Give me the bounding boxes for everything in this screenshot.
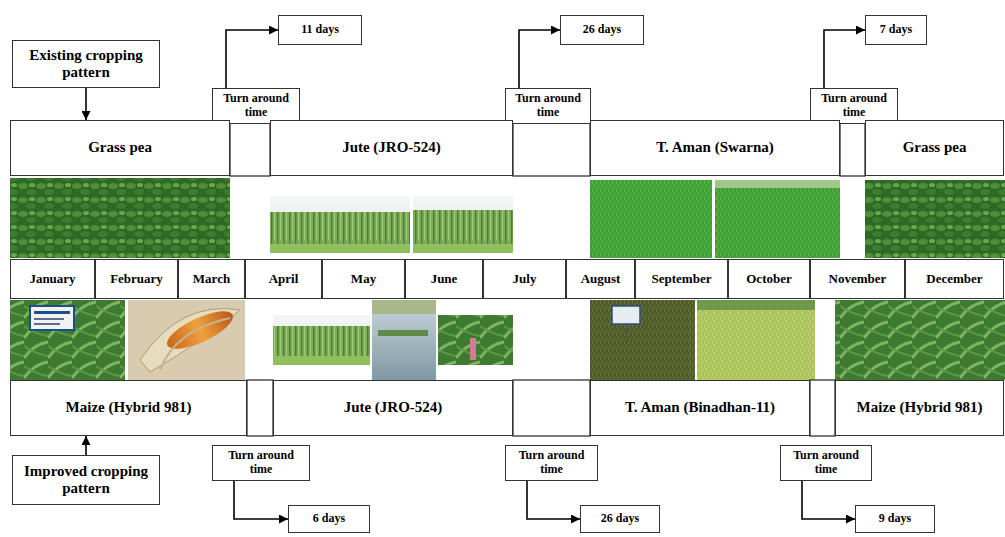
crop-cell-label: T. Aman (Binadhan-11) [625, 399, 775, 416]
month-cell-label: January [29, 272, 75, 287]
month-cell-label: February [110, 272, 163, 287]
month-cell: November [810, 259, 905, 299]
month-cell-label: May [351, 272, 376, 287]
turnaround-box-label: Turn around time [510, 449, 593, 477]
pattern-box: Improved cropping pattern [12, 455, 160, 505]
crop-cell: Maize (Hybrid 981) [10, 380, 247, 436]
month-cell: May [322, 259, 405, 299]
month-cell-label: March [193, 272, 230, 287]
days-box: 26 days [560, 15, 644, 45]
days-box-label: 6 days [313, 512, 345, 526]
crop-cell-label: Grass pea [88, 139, 152, 156]
crop-cell-label: Grass pea [903, 139, 967, 156]
month-cell-label: November [829, 272, 887, 287]
turnaround-box: Turn around time [505, 88, 591, 124]
pattern-box-label: Improved cropping pattern [17, 463, 155, 498]
turnaround-box: Turn around time [212, 88, 300, 124]
days-box-label: 26 days [583, 23, 621, 37]
crop-cell: T. Aman (Swarna) [590, 120, 840, 176]
crop-cell-label: T. Aman (Swarna) [656, 139, 774, 156]
days-box-label: 9 days [879, 512, 911, 526]
turnaround-box: Turn around time [780, 445, 872, 481]
arrow-connector [85, 88, 87, 120]
days-box-label: 7 days [880, 23, 912, 37]
turnaround-box: Turn around time [810, 88, 898, 124]
month-cell: August [566, 259, 635, 299]
month-cell-label: October [746, 272, 791, 287]
turnaround-box-label: Turn around time [510, 92, 586, 120]
pattern-box: Existing cropping pattern [12, 40, 160, 88]
month-cell: March [178, 259, 245, 299]
month-cell: February [95, 259, 178, 299]
turnaround-box-label: Turn around time [217, 92, 295, 120]
crop-cell-label: Maize (Hybrid 981) [66, 399, 192, 416]
month-cell: April [245, 259, 322, 299]
turnaround-box: Turn around time [505, 445, 598, 481]
arrow-connector [802, 481, 855, 519]
days-box-label: 11 days [301, 23, 339, 37]
turnaround-box-label: Turn around time [217, 449, 305, 477]
crop-cell-label: Jute (JRO-524) [342, 139, 441, 156]
month-cell-label: December [926, 272, 982, 287]
month-cell: June [405, 259, 483, 299]
crop-cell: Grass pea [10, 120, 230, 176]
turnaround-box: Turn around time [212, 445, 310, 481]
days-box: 7 days [865, 15, 927, 45]
month-cell: July [483, 259, 566, 299]
crop-cell: Jute (JRO-524) [270, 120, 513, 176]
pattern-box-label: Existing cropping pattern [17, 47, 155, 82]
month-cell: October [728, 259, 810, 299]
arrow-connector [519, 30, 560, 88]
days-box: 6 days [288, 505, 370, 533]
month-cell-label: April [269, 272, 299, 287]
month-cell: December [905, 259, 1004, 299]
arrow-connector [527, 481, 580, 519]
month-cell: September [635, 259, 728, 299]
crop-cell: Maize (Hybrid 981) [835, 380, 1004, 436]
month-cell-label: August [581, 272, 621, 287]
crop-cell: Grass pea [865, 120, 1004, 176]
days-box: 26 days [580, 505, 660, 533]
crop-cell-label: Jute (JRO-524) [344, 399, 443, 416]
arrow-connector [226, 30, 278, 88]
days-box: 9 days [855, 505, 935, 533]
arrow-connector [824, 30, 865, 88]
arrow-connector [85, 436, 87, 455]
crop-cell: T. Aman (Binadhan-11) [590, 380, 810, 436]
month-cell-label: September [652, 272, 712, 287]
days-box: 11 days [278, 15, 362, 45]
crop-cell-label: Maize (Hybrid 981) [857, 399, 983, 416]
turnaround-box-label: Turn around time [815, 92, 893, 120]
crop-cell: Jute (JRO-524) [273, 380, 513, 436]
turnaround-box-label: Turn around time [785, 449, 867, 477]
month-cell: January [10, 259, 95, 299]
days-box-label: 26 days [601, 512, 639, 526]
month-cell-label: June [431, 272, 458, 287]
month-cell-label: July [513, 272, 537, 287]
arrow-connector [234, 481, 288, 519]
